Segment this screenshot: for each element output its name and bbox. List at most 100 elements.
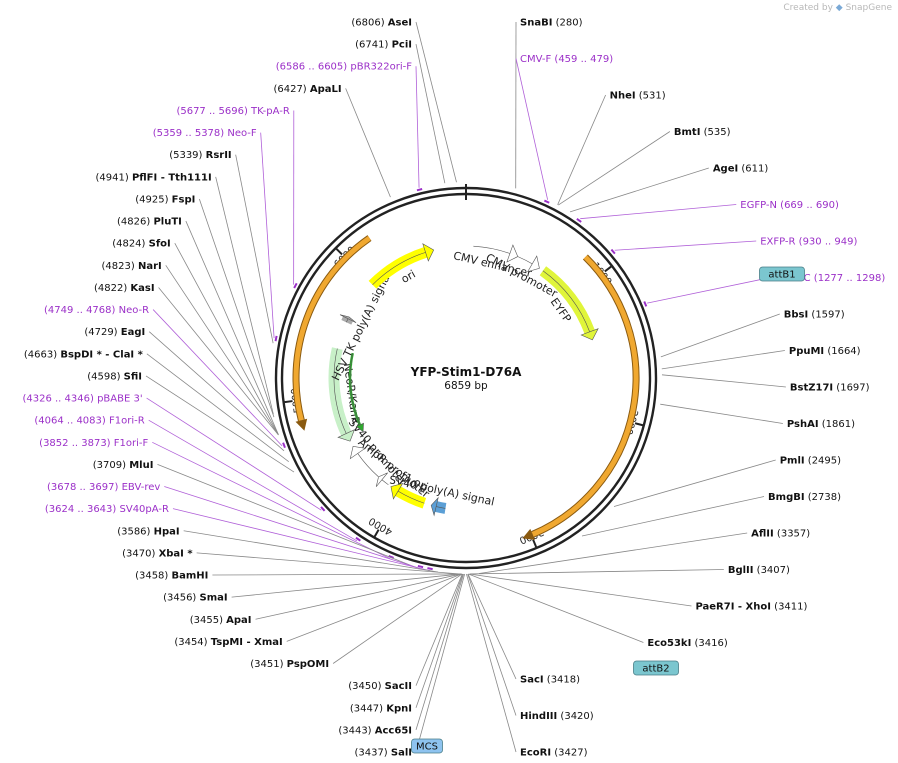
site-hindiii-leader bbox=[467, 573, 517, 716]
site-cmv-f-leader bbox=[515, 58, 549, 200]
site-f1ori-r-leader bbox=[148, 419, 358, 542]
site-exfp-r-name: EXFP-R bbox=[760, 237, 795, 248]
site-ebv-rev-leader bbox=[164, 486, 421, 569]
site-smai-pos: (3456) bbox=[163, 593, 199, 604]
site-xbai-label: (3470) XbaI * bbox=[122, 548, 193, 559]
site-bmti-label: BmtI (535) bbox=[674, 127, 731, 138]
site-xhoi-label: PaeR7I - XhoI (3411) bbox=[695, 602, 807, 613]
site-cmv-f-pos: (459 .. 479) bbox=[551, 54, 613, 65]
site-pcii-pos: (6741) bbox=[355, 40, 391, 51]
site-pmli-pos: (2495) bbox=[805, 456, 842, 467]
site-rsrii-label: (5339) RsrII bbox=[169, 150, 231, 161]
site-agei-name: AgeI bbox=[713, 164, 738, 175]
site-sali-leader bbox=[415, 573, 466, 753]
site-f1ori-r-pos: (4064 .. 4083) bbox=[34, 416, 109, 427]
site-hindiii-pos: (3420) bbox=[557, 711, 594, 722]
feature-ori-edge bbox=[372, 252, 426, 286]
site-egfp-n-mark bbox=[576, 217, 582, 223]
site-bspdi-clai-leader bbox=[146, 353, 289, 462]
site-pbr322ori-f-name: pBR322ori-F bbox=[350, 62, 412, 73]
site-f1ori-f-pos: (3852 .. 3873) bbox=[39, 438, 114, 449]
site-pbabe-3-label: (4326 .. 4346) pBABE 3' bbox=[22, 394, 142, 405]
site-tk-pa-r-name: TK-pA-R bbox=[250, 106, 290, 117]
site-bstz17i-leader bbox=[661, 374, 786, 388]
site-ppumi-pos: (1664) bbox=[824, 346, 861, 357]
site-ebv-rev-pos: (3678 .. 3697) bbox=[47, 482, 122, 493]
site-pflfi-leader bbox=[215, 176, 274, 415]
site-sfii-pos: (4598) bbox=[87, 371, 123, 382]
site-saci-name: SacI bbox=[520, 675, 544, 686]
site-pspomi-leader bbox=[332, 573, 463, 664]
site-fspi-pos: (4925) bbox=[135, 194, 171, 205]
site-tk-pa-r-mark bbox=[293, 282, 298, 289]
site-pmli-label: PmlI (2495) bbox=[780, 456, 841, 467]
site-snabi-pos: (280) bbox=[552, 18, 582, 29]
tag-mcs-box bbox=[411, 738, 443, 754]
site-cmv-f-name: CMV-F bbox=[520, 54, 551, 65]
site-egfp-c-leader bbox=[647, 277, 771, 304]
site-sali-label: (3437) SalI bbox=[354, 748, 412, 759]
site-pshai-leader bbox=[660, 403, 783, 424]
site-bstz17i-label: BstZ17I (1697) bbox=[790, 383, 870, 394]
leader-lines bbox=[145, 21, 786, 753]
site-pluti-label: (4826) PluTI bbox=[117, 217, 182, 228]
feature-neor-kanr-arrowhead bbox=[337, 429, 355, 442]
site-egfp-c-mark bbox=[643, 301, 648, 307]
site-nari-pos: (4823) bbox=[102, 261, 138, 272]
site-pcii-label: (6741) PciI bbox=[355, 40, 412, 51]
site-nari-name: NarI bbox=[138, 261, 162, 272]
site-sfii-label: (4598) SfiI bbox=[87, 371, 142, 382]
site-eagi-label: (4729) EagI bbox=[84, 327, 145, 338]
site-apali-label: (6427) ApaLI bbox=[273, 84, 341, 95]
site-smai-name: SmaI bbox=[200, 593, 228, 604]
site-hpai-label: (3586) HpaI bbox=[117, 526, 179, 537]
site-nari-label: (4823) NarI bbox=[102, 261, 162, 272]
site-acc65i-label: (3443) Acc65I bbox=[338, 725, 412, 736]
site-aflii-name: AflII bbox=[751, 529, 774, 540]
site-nhei-pos: (531) bbox=[636, 91, 666, 102]
site-kpni-name: KpnI bbox=[386, 703, 412, 714]
site-nari-leader bbox=[165, 265, 279, 436]
site-xbai-leader bbox=[196, 552, 459, 575]
site-bmgbi-leader bbox=[581, 496, 765, 537]
site-f1ori-f-leader bbox=[152, 441, 391, 560]
site-nhei-leader bbox=[557, 94, 606, 205]
site-saci-label: SacI (3418) bbox=[520, 675, 580, 686]
site-rsrii-name: RsrII bbox=[206, 150, 232, 161]
site-f1ori-r-label: (4064 .. 4083) F1ori-R bbox=[34, 416, 144, 427]
site-tspmi-leader bbox=[286, 573, 462, 642]
site-fspi-leader bbox=[198, 198, 275, 418]
tag-attb2-box bbox=[633, 660, 679, 676]
site-cmv-f-label: CMV-F (459 .. 479) bbox=[520, 54, 613, 65]
site-acc65i-name: Acc65I bbox=[375, 725, 412, 736]
site-rsrii-pos: (5339) bbox=[169, 150, 205, 161]
site-asei-label: (6806) AseI bbox=[351, 18, 412, 29]
site-kpni-label: (3447) KpnI bbox=[350, 703, 412, 714]
site-rsrii-leader bbox=[235, 154, 274, 344]
site-f1ori-f-name: F1ori-F bbox=[114, 438, 149, 449]
site-ebv-rev-label: (3678 .. 3697) EBV-rev bbox=[47, 482, 160, 493]
site-egfp-n-pos: (669 .. 690) bbox=[777, 200, 839, 211]
site-sfii-name: SfiI bbox=[124, 371, 142, 382]
site-pluti-name: PluTI bbox=[153, 217, 181, 228]
site-pmli-name: PmlI bbox=[780, 456, 805, 467]
site-sali-pos: (3437) bbox=[354, 748, 390, 759]
site-hindiii-name: HindIII bbox=[520, 711, 557, 722]
tag-attb2-label: attB2 bbox=[642, 664, 669, 675]
site-neo-r-label: (4749 .. 4768) Neo-R bbox=[44, 305, 149, 316]
site-labels: SnaBI (280)CMV-F (459 .. 479)NheI (531)B… bbox=[22, 18, 885, 759]
site-cmv-f-mark bbox=[543, 199, 550, 204]
feature-arc-9-arrowhead bbox=[355, 422, 364, 433]
site-ebv-rev-name: EBV-rev bbox=[122, 482, 161, 493]
site-sv40pa-r-leader bbox=[172, 508, 430, 571]
tag-attb1-label: attB1 bbox=[768, 270, 795, 281]
site-egfp-n-label: EGFP-N (669 .. 690) bbox=[740, 200, 839, 211]
plasmid-name: YFP-Stim1-D76A bbox=[410, 365, 522, 379]
site-neo-r-mark bbox=[282, 442, 286, 449]
site-pshai-name: PshAI bbox=[787, 419, 819, 430]
site-asei-leader bbox=[415, 21, 457, 183]
site-tk-pa-r-pos: (5677 .. 5696) bbox=[176, 106, 251, 117]
feature-arc-3-arrowhead bbox=[522, 528, 535, 540]
site-sv40pa-r-mark bbox=[427, 567, 433, 571]
